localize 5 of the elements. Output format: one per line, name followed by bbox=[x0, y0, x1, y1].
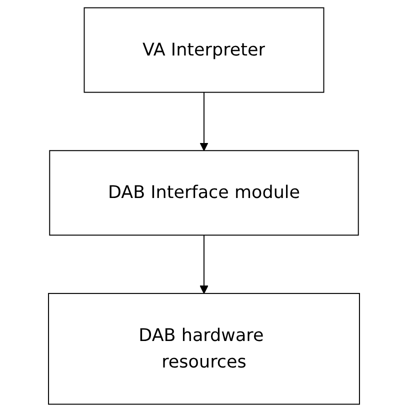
node-box: DAB hardware resources bbox=[48, 292, 360, 405]
arrow bbox=[199, 234, 208, 294]
arrow bbox=[199, 92, 208, 151]
node-box: DAB Interface module bbox=[48, 150, 358, 236]
node-box: VA Interpreter bbox=[83, 7, 324, 93]
